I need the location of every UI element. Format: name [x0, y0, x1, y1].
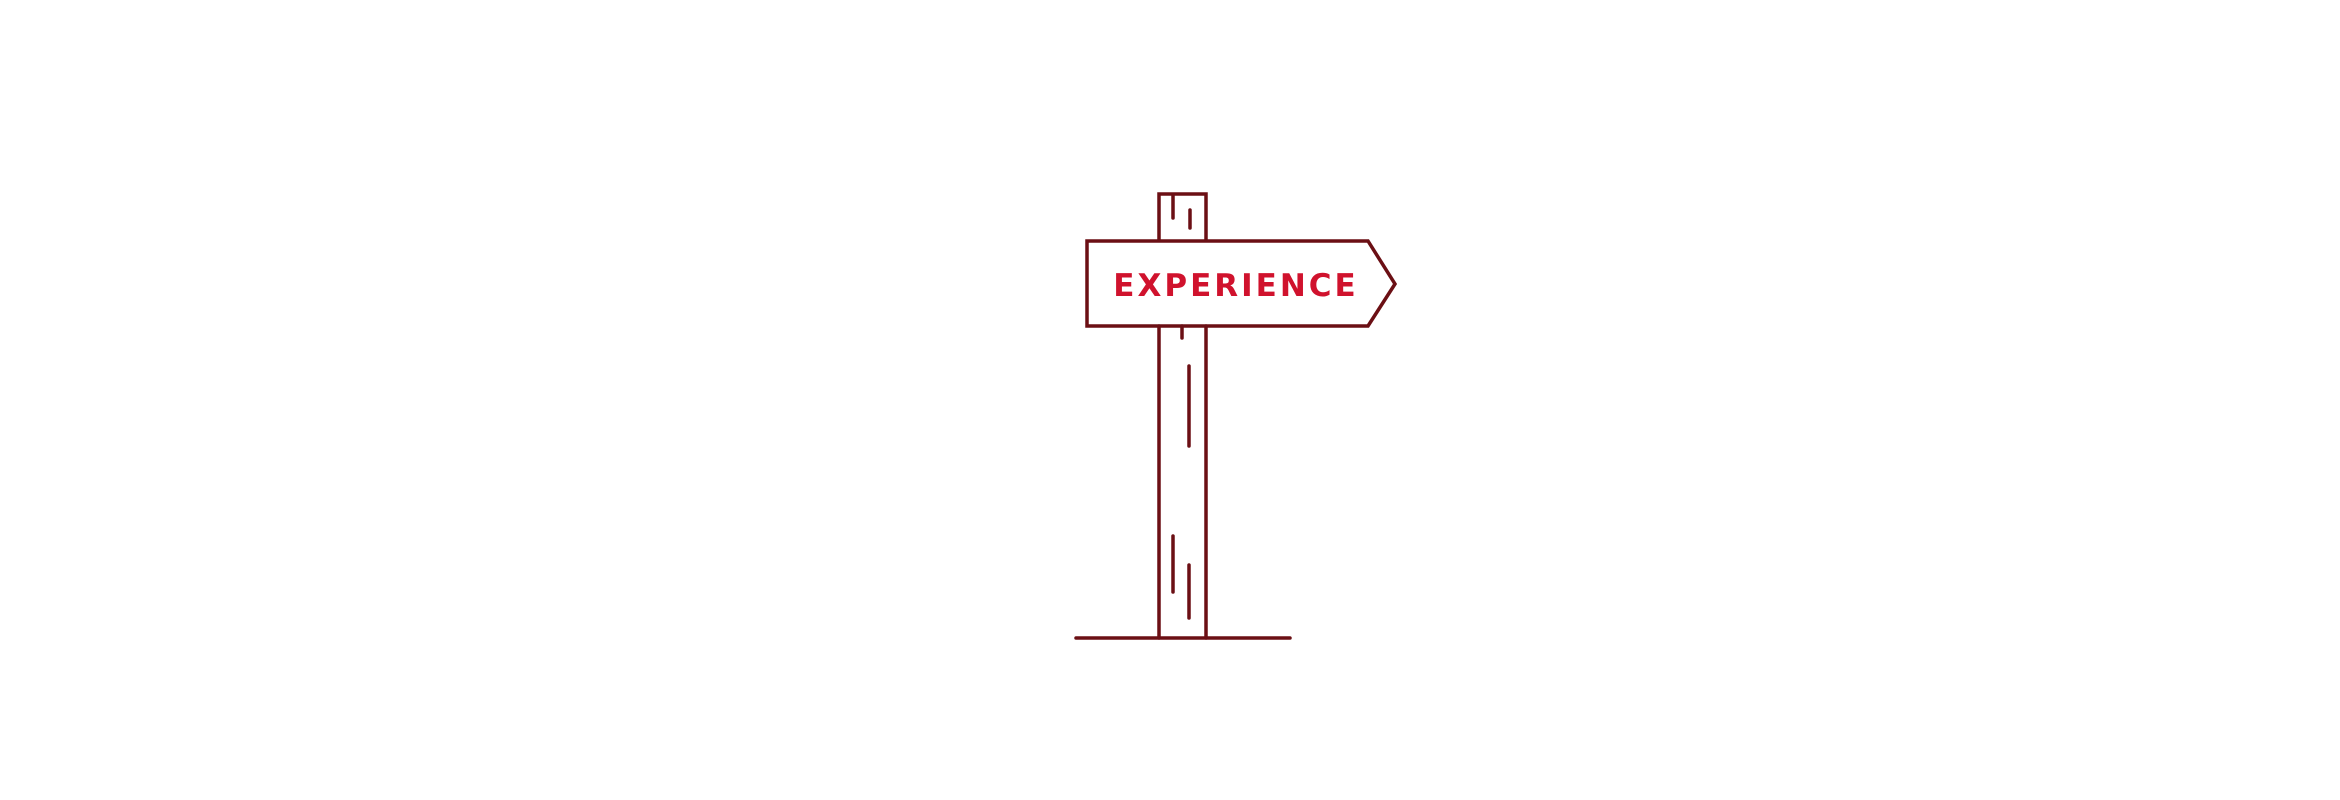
post-top — [1157, 192, 1208, 242]
sign-label: EXPERIENCE — [1113, 268, 1358, 304]
arrow-sign-board — [1085, 239, 1398, 328]
